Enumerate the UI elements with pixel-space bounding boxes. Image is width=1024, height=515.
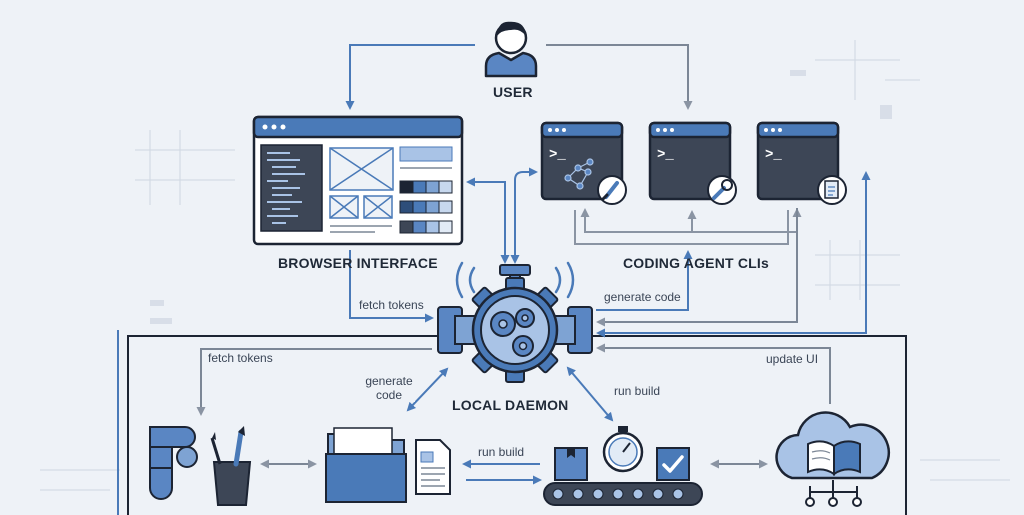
fetch-tokens-top-arrow	[349, 250, 434, 323]
document-badge-icon	[817, 175, 847, 205]
local-daemon-label: LOCAL DAEMON	[452, 397, 569, 413]
pen-cup-icon	[210, 426, 252, 506]
generate-code-diag-arrow	[406, 367, 449, 412]
figma-logo-icon	[149, 426, 198, 500]
cli-prompt-2: >_	[657, 147, 674, 163]
update-ui-label: update UI	[764, 352, 821, 366]
user-to-browser-arrow	[345, 44, 475, 110]
cli-window-2: >_	[648, 121, 737, 205]
code-file-icon	[415, 439, 451, 495]
fetch-tokens-left-arrow	[196, 348, 432, 416]
run-build-diag-arrow	[566, 366, 614, 422]
update-ui-arrow	[596, 343, 831, 404]
daemon-engine-icon	[437, 261, 593, 383]
user-icon	[484, 21, 538, 78]
user-to-cli-arrow	[546, 44, 693, 110]
run-build-bottom-label: run build	[476, 445, 527, 459]
update-ui-top-arrow	[596, 171, 871, 338]
cli-window-3: >_	[756, 121, 847, 205]
daemon-cli-arrow	[510, 167, 538, 264]
cli-connector	[574, 208, 802, 245]
user-label: USER	[493, 84, 533, 100]
generate-code-top-label: generate code	[602, 290, 683, 304]
browser-window	[252, 115, 464, 246]
build-conveyor-icon	[543, 426, 703, 506]
fetch-tokens-top-label: fetch tokens	[357, 298, 426, 312]
run-build-diag-label: run build	[612, 384, 663, 398]
cli-prompt-1: >_	[549, 147, 566, 163]
wrench-badge-icon	[707, 175, 737, 205]
generate-code-left-label: generate code	[363, 374, 415, 402]
coding-agent-clis-label: CODING AGENT CLIs	[623, 255, 769, 271]
fetch-tokens-left-label: fetch tokens	[206, 351, 275, 365]
network-graph-icon	[564, 158, 594, 190]
daemon-browser-arrow	[466, 177, 510, 264]
folder-icon	[325, 427, 407, 503]
cloud-docs-icon	[775, 411, 890, 507]
cli-window-1: >_	[540, 121, 627, 205]
brush-badge-icon	[597, 175, 627, 205]
cli-prompt-3: >_	[765, 147, 782, 163]
browser-interface-label: BROWSER INTERFACE	[278, 255, 438, 271]
